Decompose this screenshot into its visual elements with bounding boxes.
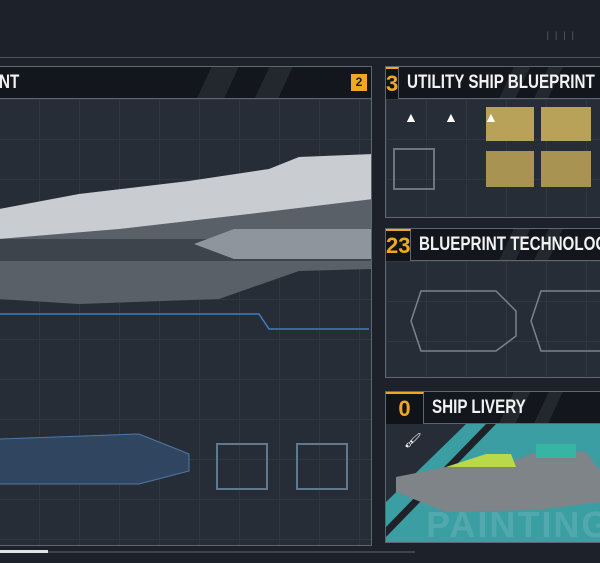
- card-count: 23: [386, 229, 412, 261]
- panel-header: NT: [0, 67, 371, 99]
- card-title: BLUEPRINT TECHNOLOGY: [419, 233, 600, 255]
- ship-blueprint-panel[interactable]: NT 2: [0, 66, 372, 546]
- count-badge: 2: [351, 74, 367, 91]
- bell-icon: ▲: [484, 109, 498, 125]
- blueprint-grid: [386, 261, 600, 377]
- tech-images: [410, 290, 600, 352]
- scrollbar-track[interactable]: [0, 551, 415, 553]
- card-header: 23 BLUEPRINT TECHNOLOGY: [386, 229, 600, 261]
- bell-icon: ▲: [444, 109, 458, 125]
- utility-blueprint-card[interactable]: 3 UTILITY SHIP BLUEPRINT ▲ ▲ ▲: [385, 66, 600, 218]
- card-count: 0: [386, 392, 424, 424]
- card-title: SHIP LIVERY: [432, 396, 526, 418]
- blueprint-technology-card[interactable]: 23 BLUEPRINT TECHNOLOGY: [385, 228, 600, 378]
- module-images: [393, 107, 591, 190]
- painting-watermark: PAINTING: [426, 504, 600, 543]
- decor-ticks: ||||: [546, 30, 580, 40]
- paint-spray-icon: 🖌: [404, 432, 422, 448]
- panel-title: NT: [0, 71, 20, 93]
- card-title: UTILITY SHIP BLUEPRINT: [407, 71, 596, 93]
- card-header: 0 SHIP LIVERY: [386, 392, 600, 424]
- ship-image: [0, 154, 371, 490]
- livery-image: [386, 424, 600, 542]
- scrollbar-thumb[interactable]: [0, 550, 48, 553]
- bell-icon: ▲: [404, 109, 418, 125]
- card-header: 3 UTILITY SHIP BLUEPRINT: [386, 67, 600, 99]
- ship-livery-card[interactable]: 0 SHIP LIVERY 🖌 PAINTING: [385, 391, 600, 543]
- header-divider: [0, 57, 600, 58]
- card-count: 3: [386, 67, 400, 99]
